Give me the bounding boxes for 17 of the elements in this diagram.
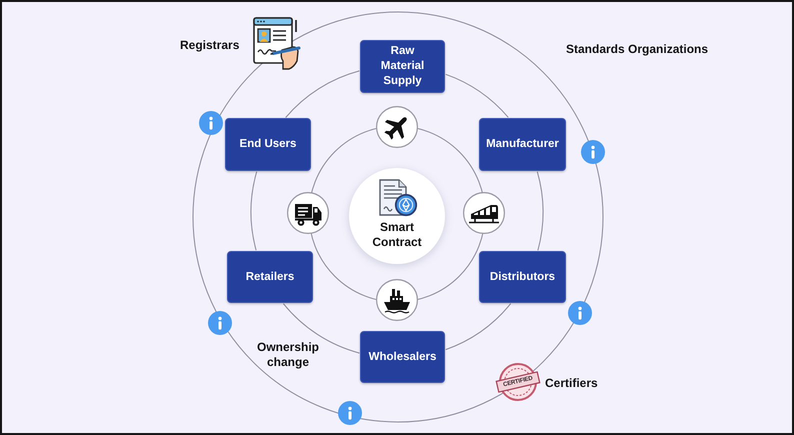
ring-connector (536, 171, 544, 251)
role-label: Standards Organizations (566, 42, 708, 57)
stage-box: Retailers (227, 251, 313, 303)
ring-connector (445, 303, 512, 350)
role-label: Certifiers (545, 376, 598, 391)
ring-connector (250, 171, 258, 251)
stage-box: Wholesalers (360, 331, 445, 383)
stage-box: End Users (225, 118, 311, 171)
role-label: Registrars (180, 38, 240, 53)
hub-label: Smart Contract (371, 220, 423, 250)
annotation-text: Ownership change (256, 340, 320, 370)
stage-box: Raw Material Supply (360, 40, 445, 93)
ring-connector (282, 303, 360, 354)
stage-box: Distributors (479, 251, 566, 303)
stage-box: Manufacturer (479, 118, 566, 171)
ring-connector (285, 70, 360, 118)
ring-connector (445, 74, 509, 118)
